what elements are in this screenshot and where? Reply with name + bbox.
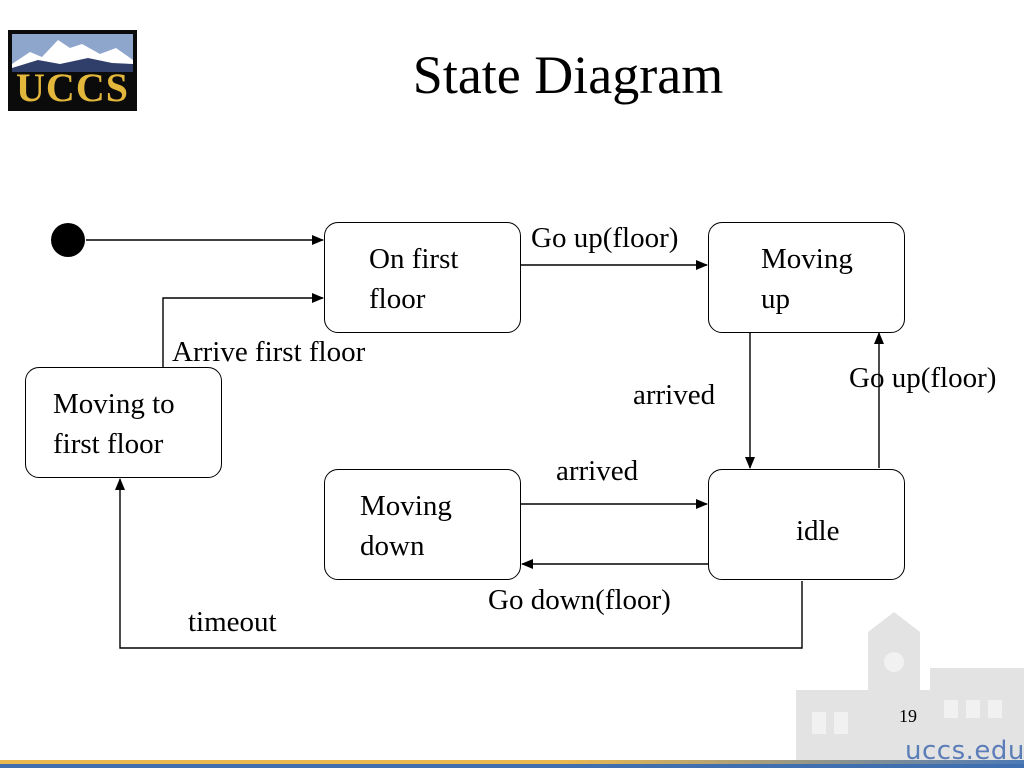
label-go-up-top: Go up(floor) bbox=[531, 222, 679, 254]
label-arrived-middle: arrived bbox=[556, 455, 639, 487]
uccs-logo: UCCS bbox=[8, 30, 137, 111]
label-go-up-right: Go up(floor) bbox=[849, 362, 997, 394]
state-idle-label: idle bbox=[796, 515, 840, 547]
state-moving-down-label: Moving down bbox=[360, 490, 452, 562]
timeout-arrow bbox=[115, 478, 803, 649]
mountain-icon bbox=[12, 34, 133, 72]
initial-state-dot bbox=[51, 223, 85, 257]
page-number: 19 bbox=[899, 706, 917, 726]
logo-text: UCCS bbox=[16, 65, 129, 110]
state-on-first-floor: On first floor bbox=[324, 222, 521, 333]
label-go-down: Go down(floor) bbox=[488, 584, 671, 616]
slide-title: State Diagram bbox=[412, 45, 724, 105]
state-idle: idle bbox=[708, 469, 905, 580]
state-on-first-floor-label: On first floor bbox=[369, 243, 459, 315]
label-arrived-right: arrived bbox=[633, 379, 716, 411]
state-moving-up-label: Moving up bbox=[761, 243, 853, 315]
arrive-first-floor-arrow bbox=[162, 293, 324, 367]
state-moving-up: Moving up bbox=[708, 222, 905, 333]
bottom-color-bar bbox=[0, 760, 1024, 768]
state-moving-down: Moving down bbox=[324, 469, 521, 580]
state-moving-to-first-floor: Moving to first floor bbox=[25, 367, 222, 478]
state-moving-to-first-floor-label: Moving to first floor bbox=[53, 388, 175, 460]
label-timeout: timeout bbox=[188, 606, 277, 638]
label-arrive-first-floor: Arrive first floor bbox=[172, 336, 366, 368]
